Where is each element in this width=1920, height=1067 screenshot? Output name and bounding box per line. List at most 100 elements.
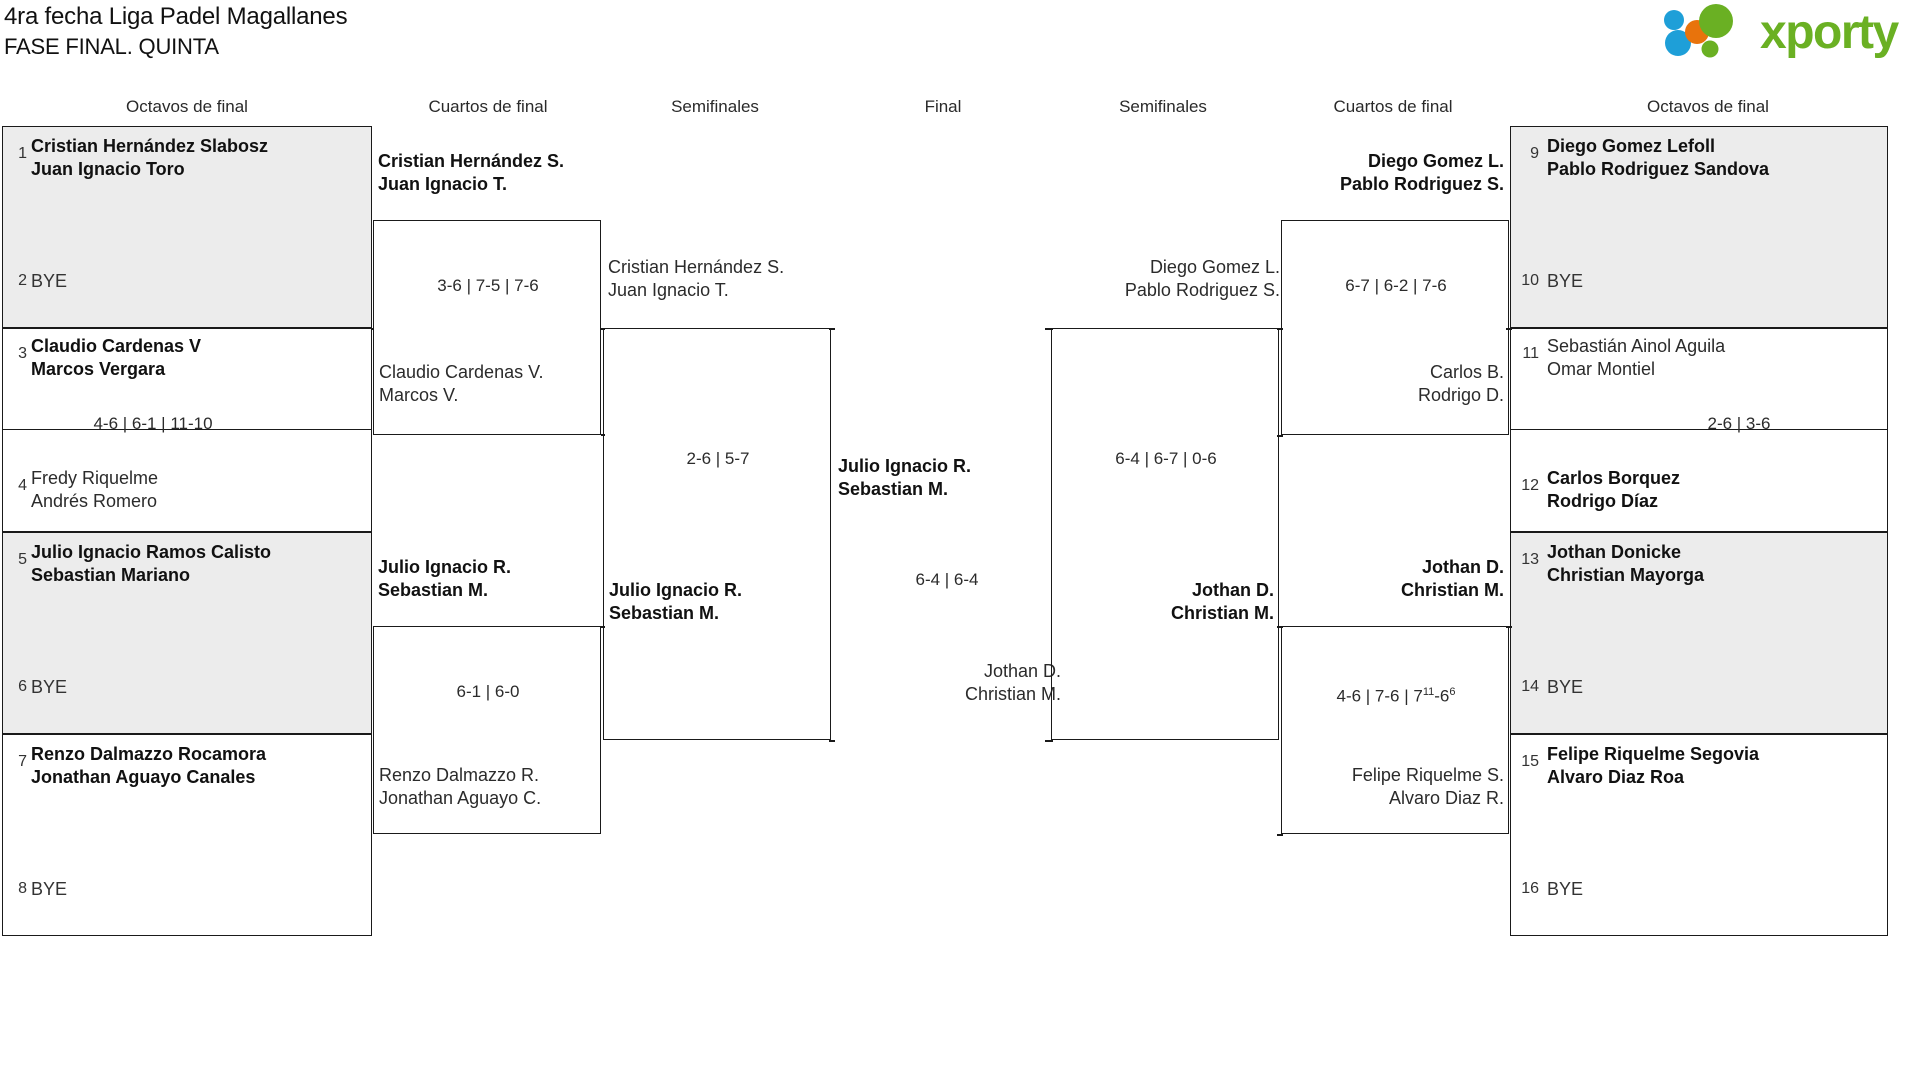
match-box-l16-1[interactable]: 1 Cristian Hernández Slabosz Juan Ignaci… — [2, 126, 372, 328]
team-name: Andrés Romero — [31, 491, 158, 511]
match-box-r16-11-top[interactable]: 11 Sebastián Ainol Aguila Omar Montiel 2… — [1510, 328, 1888, 433]
connector — [829, 740, 835, 742]
seed-number: 6 — [18, 678, 27, 695]
team-name: Christian M. — [964, 684, 1061, 704]
connector — [1277, 626, 1283, 628]
team-name: BYE — [1547, 271, 1584, 291]
connector — [601, 626, 605, 628]
match-label-rqf-1-top[interactable]: Diego Gomez L. Pablo Rodriguez S. — [1280, 150, 1510, 220]
seed-number: 1 — [18, 145, 27, 162]
match-box-r16-9[interactable]: 9 Diego Gomez Lefoll Pablo Rodriguez San… — [1510, 126, 1888, 328]
match-box-r16-12-bottom[interactable]: 12 Carlos Borquez Rodrigo Díaz — [1510, 430, 1888, 532]
final-score: 6-4 | 6-4 — [915, 570, 979, 589]
seed-number: 8 — [18, 880, 27, 897]
score-tiebreak-2: 6 — [1449, 686, 1456, 698]
seed-number: 15 — [1521, 753, 1539, 770]
round-header-left-qf: Cuartos de final — [428, 97, 548, 116]
team-name: Alvaro Diaz R. — [1388, 788, 1504, 808]
team-name: Felipe Riquelme S. — [1351, 765, 1504, 785]
seed-number: 13 — [1521, 551, 1539, 568]
team-name: Sebastian M. — [378, 580, 489, 600]
team-name: Rodrigo D. — [1417, 385, 1504, 405]
match-score: 6-1 | 6-0 — [456, 682, 520, 701]
team-name: Cristian Hernández S. — [378, 151, 565, 171]
match-box-rqf-2[interactable]: 4-6 | 7-6 | 711-66 Felipe Riquelme S. Al… — [1281, 626, 1509, 834]
title-line-1: 4ra fecha Liga Padel Magallanes — [4, 3, 348, 30]
team-name: Cristian Hernández S. — [608, 257, 785, 277]
round-header-final: Final — [924, 97, 962, 116]
match-label-rsf-top[interactable]: Diego Gomez L. Pablo Rodriguez S. — [1050, 256, 1280, 316]
team-name: Pablo Rodriguez S. — [1339, 174, 1504, 194]
team-name: Claudio Cardenas V — [31, 336, 202, 356]
connector — [1045, 740, 1053, 742]
team-name: Juan Ignacio Toro — [31, 159, 185, 179]
match-box-rqf-1[interactable]: 6-7 | 6-2 | 7-6 Carlos B. Rodrigo D. — [1281, 220, 1509, 435]
xporty-logo: xporty — [1652, 4, 1912, 62]
team-name: BYE — [31, 677, 68, 697]
match-box-rsf[interactable]: 6-4 | 6-7 | 0-6 Jothan D. Christian M. — [1051, 328, 1279, 740]
match-box-l16-3[interactable]: 5 Julio Ignacio Ramos Calisto Sebastian … — [2, 532, 372, 734]
match-label-rqf-2-top[interactable]: Jothan D. Christian M. — [1280, 556, 1510, 626]
logo-dots-icon — [1664, 4, 1733, 58]
team-name: Julio Ignacio Ramos Calisto — [31, 542, 272, 562]
team-name: Juan Ignacio T. — [378, 174, 508, 194]
connector — [601, 328, 605, 330]
match-box-l16-2-bottom[interactable]: 4 Fredy Riquelme Andrés Romero — [2, 430, 372, 532]
seed-number: 3 — [18, 345, 27, 362]
match-box-lsf[interactable]: 2-6 | 5-7 Julio Ignacio R. Sebastian M. — [603, 328, 831, 740]
match-score: 2-6 | 5-7 — [686, 449, 750, 468]
match-box-r16-15[interactable]: 15 Felipe Riquelme Segovia Alvaro Diaz R… — [1510, 734, 1888, 936]
connector — [1045, 328, 1053, 330]
team-name: Christian M. — [1400, 580, 1504, 600]
match-box-r16-13[interactable]: 13 Jothan Donicke Christian Mayorga 14 B… — [1510, 532, 1888, 734]
connector — [1277, 435, 1283, 437]
team-name: Marcos V. — [379, 385, 459, 405]
match-label-lqf-1-top[interactable]: Cristian Hernández S. Juan Ignacio T. — [373, 150, 603, 220]
score-tiebreak-1: 11 — [1422, 686, 1435, 698]
match-label-final-top[interactable]: Julio Ignacio R. Sebastian M. — [833, 455, 1063, 515]
team-name: Sebastián Ainol Aguila — [1547, 336, 1726, 356]
team-name: BYE — [31, 271, 68, 291]
team-name: Rodrigo Díaz — [1547, 491, 1658, 511]
team-name: Jothan D. — [1191, 580, 1274, 600]
round-header-right-r16: Octavos de final — [1647, 97, 1769, 116]
match-score: 3-6 | 7-5 | 7-6 — [437, 276, 539, 295]
team-name: Omar Montiel — [1547, 359, 1656, 379]
score-part-1: 4-6 | 7-6 | 7 — [1336, 686, 1423, 706]
score-part-2: -6 — [1434, 686, 1450, 706]
team-name: Pablo Rodriguez Sandova — [1547, 159, 1770, 179]
team-name: BYE — [31, 879, 68, 899]
team-name: Renzo Dalmazzo Rocamora — [31, 744, 267, 764]
match-score-tiebreak: 4-6 | 7-6 | 711-66 — [1282, 682, 1510, 707]
match-box-l16-2-top[interactable]: 3 Claudio Cardenas V Marcos Vergara 4-6 … — [2, 328, 372, 433]
team-name: Jothan Donicke — [1547, 542, 1682, 562]
match-label-lsf-top[interactable]: Cristian Hernández S. Juan Ignacio T. — [603, 256, 833, 316]
connector — [1506, 626, 1512, 628]
connector — [1277, 328, 1283, 330]
team-name: Carlos B. — [1429, 362, 1504, 382]
seed-number: 16 — [1521, 880, 1539, 897]
match-score: 6-7 | 6-2 | 7-6 — [1345, 276, 1447, 295]
team-name: Diego Gomez L. — [1367, 151, 1504, 171]
team-name: Jonathan Aguayo Canales — [31, 767, 256, 787]
seed-number: 9 — [1530, 145, 1539, 162]
logo-wordmark: xporty — [1760, 6, 1899, 59]
match-box-lqf-1[interactable]: 3-6 | 7-5 | 7-6 Claudio Cardenas V. Marc… — [373, 220, 601, 435]
match-box-lqf-2[interactable]: 6-1 | 6-0 Renzo Dalmazzo R. Jonathan Agu… — [373, 626, 601, 834]
team-name: Julio Ignacio R. — [378, 557, 512, 577]
round-header-right-qf: Cuartos de final — [1333, 97, 1453, 116]
team-name: Felipe Riquelme Segovia — [1547, 744, 1760, 764]
connector — [1277, 834, 1283, 836]
team-name: Juan Ignacio T. — [608, 280, 729, 300]
team-name: Jonathan Aguayo C. — [379, 788, 542, 808]
seed-number: 12 — [1521, 477, 1539, 494]
team-name: BYE — [1547, 677, 1584, 697]
match-box-l16-4[interactable]: 7 Renzo Dalmazzo Rocamora Jonathan Aguay… — [2, 734, 372, 936]
seed-number: 2 — [18, 272, 27, 289]
team-name: Diego Gomez L. — [1149, 257, 1280, 277]
team-name: Pablo Rodriguez S. — [1124, 280, 1280, 300]
title-line-2: FASE FINAL. QUINTA — [4, 34, 219, 59]
match-label-lqf-2-top[interactable]: Julio Ignacio R. Sebastian M. — [373, 556, 603, 626]
match-label-final-bottom[interactable]: Jothan D. Christian M. — [833, 660, 1061, 720]
